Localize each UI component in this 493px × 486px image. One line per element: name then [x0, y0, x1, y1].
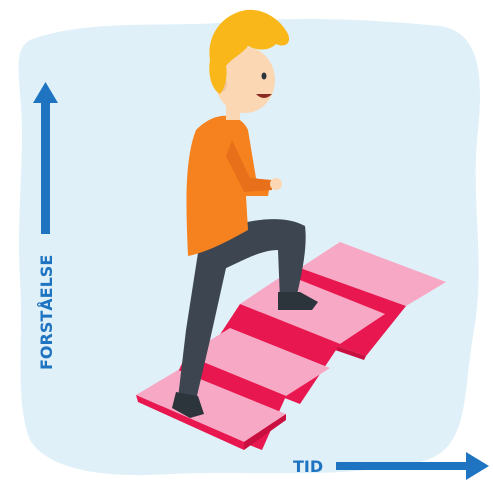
- y-axis-label: FORSTÅELSE: [37, 255, 56, 370]
- hand: [270, 178, 282, 190]
- x-axis-label: TID: [293, 457, 323, 476]
- arrow-right-icon: [466, 452, 489, 480]
- eye: [262, 73, 267, 80]
